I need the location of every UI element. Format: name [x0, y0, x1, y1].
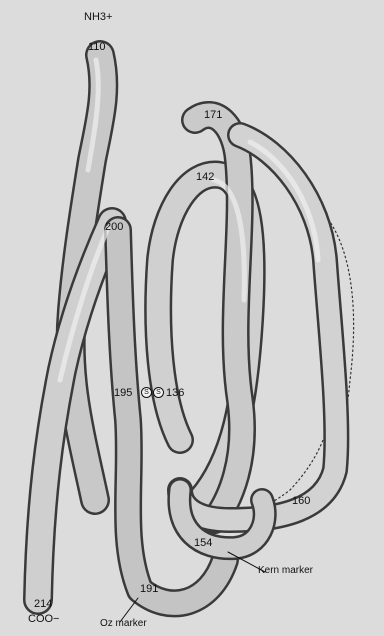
residue-200-label: 200	[105, 222, 123, 233]
oz-marker-label: Oz marker	[100, 619, 147, 629]
residue-136-label: 136	[166, 388, 184, 399]
residue-214-label: 214	[34, 599, 52, 610]
disulfide-sulfur-left: S	[141, 387, 152, 398]
c-terminus-label: COO−	[28, 614, 59, 625]
residue-110-label: 110	[88, 42, 106, 53]
residue-142-label: 142	[196, 172, 214, 183]
n-terminus-label: NH3+	[84, 12, 112, 23]
disulfide-sulfur-right: S	[153, 387, 164, 398]
residue-195-label: 195	[114, 388, 132, 399]
residue-191-label: 191	[140, 584, 158, 595]
kern-marker-label: Kern marker	[258, 566, 313, 576]
residue-160-label: 160	[292, 496, 310, 507]
residue-171-label: 171	[204, 110, 222, 121]
residue-154-label: 154	[194, 538, 212, 549]
